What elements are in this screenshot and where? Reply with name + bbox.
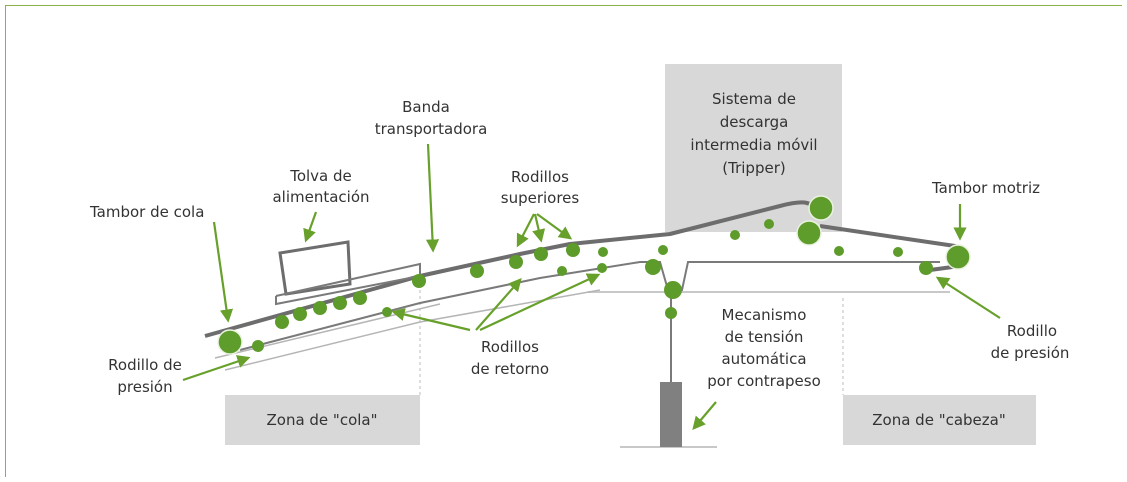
tension-pulley: [664, 281, 682, 299]
label-tolva-2: alimentación: [272, 188, 369, 206]
return-roller-3: [597, 263, 607, 273]
arrow-sup-1: [516, 213, 535, 248]
carry-roller-5: [353, 291, 367, 305]
arrow-presion-left: [182, 355, 251, 382]
tambor-motriz-roller: [945, 244, 971, 270]
label-mec-2: de tensión: [725, 328, 804, 346]
carry-roller-1: [275, 315, 289, 329]
label-tripper-1: Sistema de: [712, 90, 796, 108]
label-tambor-motriz: Tambor motriz: [931, 179, 1040, 197]
label-rod-sup-2: superiores: [501, 189, 580, 207]
hopper-shape: [278, 240, 352, 296]
head-roller-1: [834, 246, 844, 256]
carry-roller-3: [313, 301, 327, 315]
label-rod-ret-2: de retorno: [471, 360, 549, 378]
label-mec-4: por contrapeso: [707, 372, 821, 390]
arrow-mecanismo: [692, 401, 717, 431]
head-roller-2: [893, 247, 903, 257]
arrow-ret-2: [475, 278, 522, 331]
upper-roller-3: [566, 243, 580, 257]
arrow-ret-3: [479, 273, 601, 331]
upper-roller-1: [509, 255, 523, 269]
arrow-tolva: [303, 211, 318, 243]
upper-roller-7: [764, 219, 774, 229]
tambor-cola-roller: [217, 329, 243, 355]
presion-roller-right: [919, 261, 933, 275]
return-roller-2: [557, 266, 567, 276]
arrow-tambor-cola: [212, 221, 234, 323]
return-roller-1: [382, 307, 392, 317]
carry-roller-2: [293, 307, 307, 321]
return-belt-lower: [224, 289, 601, 371]
presion-roller-left: [252, 340, 264, 352]
zona-cabeza-box: [843, 395, 1036, 445]
upper-roller-5: [658, 245, 668, 255]
arrow-ret-1: [391, 308, 471, 332]
upper-roller-4: [598, 247, 608, 257]
label-tripper-4: (Tripper): [722, 159, 785, 177]
label-zona-cabeza: Zona de "cabeza": [872, 411, 1006, 429]
arrow-banda: [425, 143, 440, 253]
return-belt-mid: [214, 303, 441, 359]
label-banda-2: transportadora: [375, 120, 488, 138]
label-presion-right-1: Rodillo: [1007, 322, 1057, 340]
carry-roller-7: [470, 264, 484, 278]
label-tolva-1: Tolva de: [289, 167, 352, 185]
return-roller-4: [645, 259, 661, 275]
counterweight: [660, 382, 682, 447]
diagram-frame: [5, 5, 1122, 477]
label-rod-sup-1: Rodillos: [511, 168, 569, 186]
label-zona-cola: Zona de "cola": [266, 411, 377, 429]
label-presion-left-1: Rodillo de: [108, 356, 182, 374]
label-presion-right-2: de presión: [991, 344, 1070, 362]
zona-cola-box: [225, 395, 420, 445]
carry-roller-4: [333, 296, 347, 310]
arrows: [182, 143, 1001, 431]
tension-roller: [665, 307, 677, 319]
return-belt: [239, 261, 940, 351]
upper-roller-2: [534, 247, 548, 261]
label-rod-ret-1: Rodillos: [481, 338, 539, 356]
label-tripper-2: descarga: [720, 113, 789, 131]
label-mec-3: automática: [721, 350, 806, 368]
label-tripper-3: intermedia móvil: [690, 136, 817, 154]
carry-roller-6: [412, 274, 426, 288]
arrow-sup-2: [532, 213, 546, 243]
arrow-presion-right: [935, 276, 1001, 319]
label-tambor-cola: Tambor de cola: [89, 203, 204, 221]
rollers: [217, 195, 971, 355]
label-presion-left-2: presión: [117, 378, 172, 396]
upper-roller-6: [730, 230, 740, 240]
tripper-pulley-upper: [808, 195, 834, 221]
arrow-sup-3: [536, 213, 573, 240]
tripper-pulley-lower: [796, 220, 822, 246]
label-mec-1: Mecanismo: [722, 306, 807, 324]
label-banda-1: Banda: [402, 98, 450, 116]
